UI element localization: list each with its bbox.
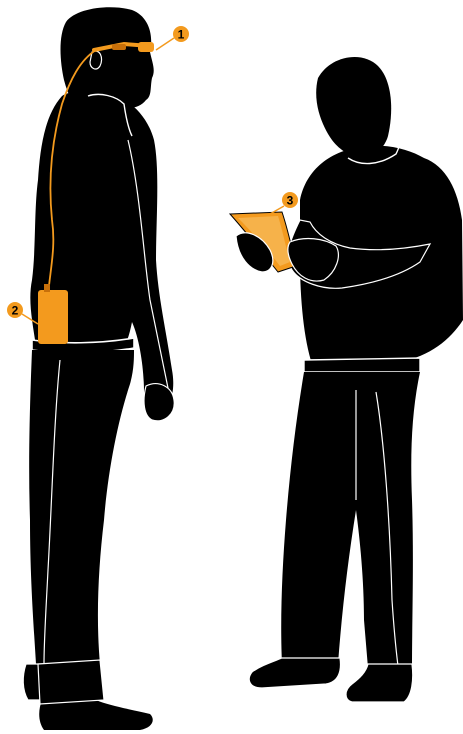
wearer-cuff [38,660,104,704]
wearer-figure [23,7,174,730]
belt-unit-body [38,290,68,344]
operator-left-shoe [249,658,340,688]
wearer-legs [29,350,134,664]
belt-unit-connector [44,284,50,292]
callout-1-leader [156,38,174,50]
belt-unit [38,284,68,344]
callout-3-number: 3 [287,194,294,208]
wearer-hand [144,384,174,421]
operator-right-shoe [346,664,413,702]
operator-waist [304,358,420,372]
callout-1: 1 [156,26,189,50]
callout-1-number: 1 [178,28,185,42]
wearer-front-shoe [39,700,153,730]
glasses-lens [138,42,154,52]
operator-figure [249,57,463,702]
callout-2-number: 2 [12,304,19,318]
operator-head [316,57,391,158]
glasses-module [112,44,126,50]
operator-legs [281,372,420,668]
callout-3: 3 [270,192,298,214]
